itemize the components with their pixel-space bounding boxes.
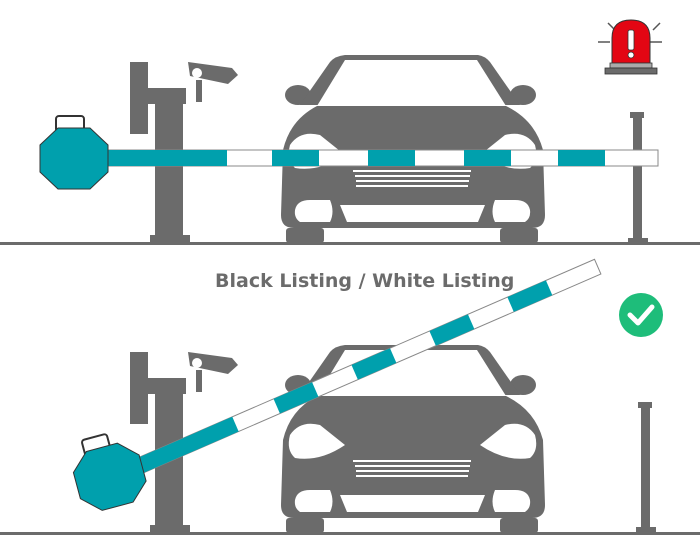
alarm-siren-icon [598,19,662,75]
ground-line [0,242,700,245]
barrier-rest-post [636,402,656,533]
car [281,345,545,533]
barrier-rest-post [628,112,648,243]
scene-denied [0,19,700,245]
counterweight [39,115,109,190]
barrier-arm-closed [99,149,659,167]
counterweight [72,433,147,511]
car [281,55,545,243]
ground-line [0,532,700,535]
caption: Black Listing / White Listing [215,270,515,292]
scene-allowed [0,258,700,535]
barrier-arm-open [126,258,602,478]
check-circle-icon [619,293,663,337]
